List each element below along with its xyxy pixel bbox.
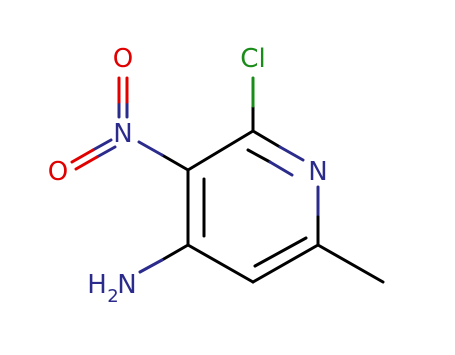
nitro-nitrogen-label: N	[113, 119, 132, 149]
bond-c3-nitro	[137, 140, 164, 157]
nitro-oxygen-left-label: O	[48, 157, 68, 187]
chlorine-label: Cl	[240, 44, 265, 74]
atom-labels: Cl N N O O H 2 N	[48, 44, 328, 307]
bond-c2-n	[251, 129, 282, 149]
bond-c2-n	[278, 145, 305, 162]
bond-c2-n-inner	[246, 148, 272, 164]
bond-n-o-left-2	[95, 145, 117, 159]
bond-n-o-left	[70, 148, 95, 164]
bond-c2-n-inner	[268, 160, 294, 177]
bond-n-o-left-2	[74, 155, 99, 171]
bond-c6-methyl	[316, 243, 385, 284]
bonds	[70, 76, 385, 284]
amine-n-label: N	[117, 270, 136, 300]
bond-c6-c5-inner	[253, 236, 308, 268]
bond-c4-amine	[160, 243, 190, 262]
ring-nitrogen-label: N	[308, 157, 327, 187]
bond-c4-amine	[138, 258, 164, 274]
bond-c3-nitro	[160, 153, 190, 172]
bond-c6-c5	[251, 243, 320, 284]
amine-subscript-label: 2	[107, 286, 118, 307]
amine-h-label: H	[87, 270, 107, 300]
bond-c5-c4	[186, 243, 255, 284]
nitro-oxygen-top-label: O	[113, 44, 133, 74]
bond-c3-c2	[186, 129, 255, 172]
bond-n-o-left	[91, 138, 113, 152]
